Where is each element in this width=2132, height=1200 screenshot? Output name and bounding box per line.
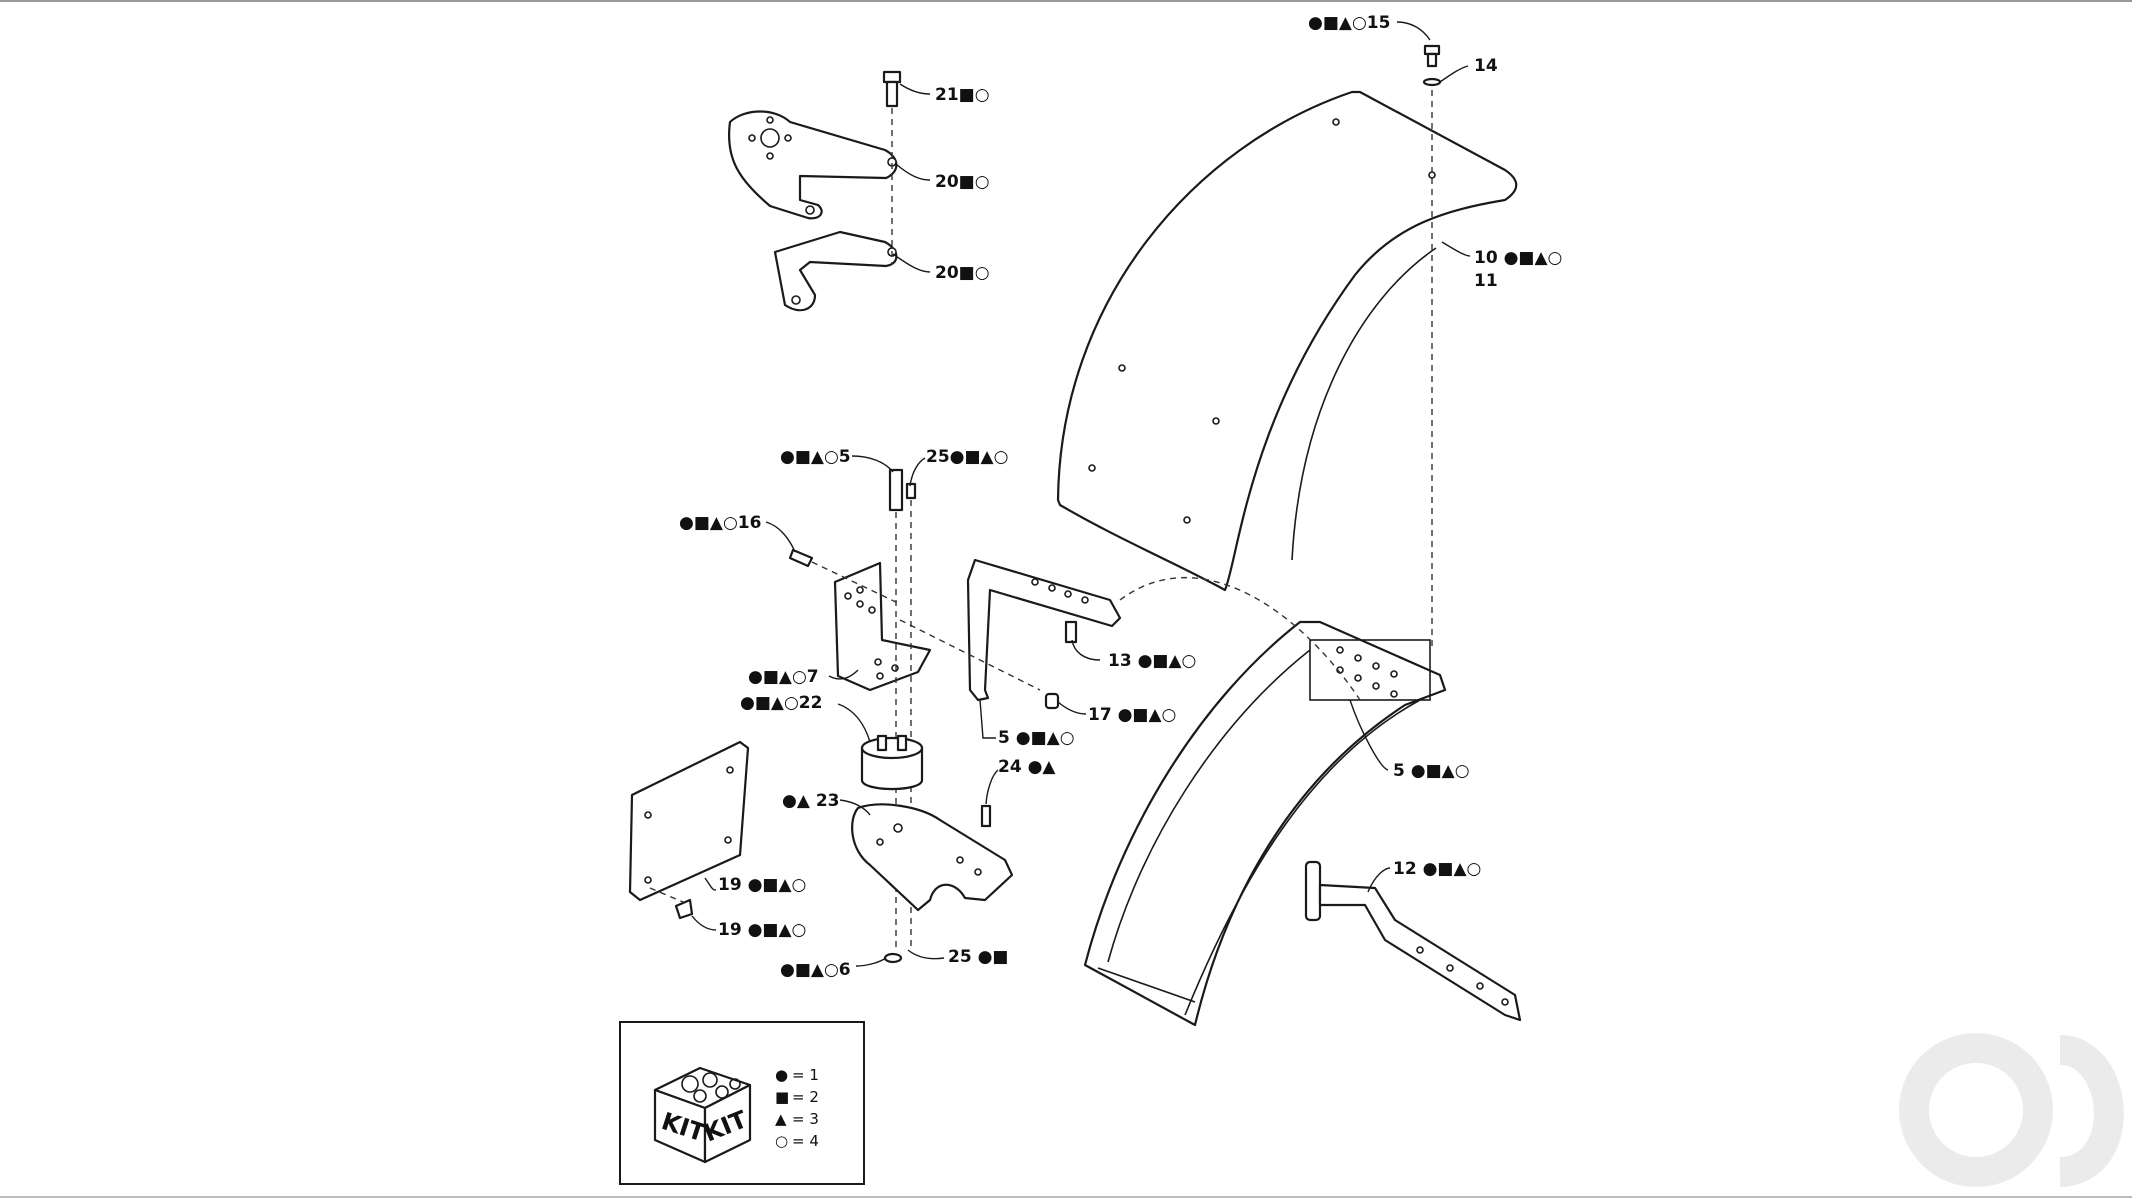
- rubber-mount: [860, 734, 924, 791]
- callout-13: 13 ●■▲○: [1108, 651, 1196, 671]
- legend-text-3: = 3: [792, 1110, 819, 1128]
- upper-bracket-assembly: [728, 70, 902, 312]
- callout-19-bolt: 19 ●■▲○: [718, 920, 806, 940]
- callout-21: 21■○: [935, 85, 990, 105]
- watermark-logo: [1899, 1033, 2124, 1187]
- callout-25-lower: 25 ●■: [948, 947, 1008, 967]
- fender-frame: [1083, 620, 1447, 1027]
- callout-24: 24 ●▲: [998, 757, 1056, 777]
- callout-7: ●■▲○7: [748, 667, 819, 687]
- legend-text-4: = 4: [792, 1132, 819, 1150]
- kit-box-icon: KIT KIT: [653, 1066, 752, 1164]
- callout-16: ●■▲○16: [679, 513, 761, 533]
- callouts: ●■▲○15 14 21■○ 20■○ 20■○ 10 ●■▲○ 11 ●■▲○…: [679, 13, 1562, 980]
- fender-panel: [1056, 44, 1518, 650]
- mounting-arm: [966, 558, 1361, 710]
- legend-text-1: = 1: [792, 1066, 819, 1084]
- callout-15: ●■▲○15: [1308, 13, 1390, 33]
- legend-symbol-2: ■: [775, 1088, 789, 1106]
- callout-12: 12 ●■▲○: [1393, 859, 1481, 879]
- callout-25-stud: 25●■▲○: [926, 447, 1008, 467]
- callout-23: ●▲ 23: [782, 791, 839, 811]
- legend-symbol-1: ●: [775, 1066, 788, 1084]
- callout-11: 11: [1474, 271, 1498, 291]
- callout-20-upper: 20■○: [935, 172, 990, 192]
- callout-5-frame: 5 ●■▲○: [1393, 761, 1470, 781]
- callout-14: 14: [1474, 56, 1498, 76]
- callout-22: ●■▲○22: [740, 693, 822, 713]
- callout-20-lower: 20■○: [935, 263, 990, 283]
- support-strut: [1304, 860, 1522, 1022]
- kit-legend: KIT KIT ● = 1 ■ = 2 ▲ = 3 ○ = 4: [619, 1021, 865, 1185]
- callout-19-plate: 19 ●■▲○: [718, 875, 806, 895]
- callout-6: ●■▲○6: [780, 960, 851, 980]
- callout-5-bolt: ●■▲○5: [780, 447, 851, 467]
- legend-symbol-4: ○: [775, 1132, 788, 1150]
- mounting-plate: [628, 740, 750, 920]
- base-bracket: [851, 803, 1014, 964]
- callout-17: 17 ●■▲○: [1088, 705, 1176, 725]
- callout-5-arm: 5 ●■▲○: [998, 728, 1075, 748]
- legend-symbol-3: ▲: [775, 1110, 787, 1128]
- callout-10: 10 ●■▲○: [1474, 248, 1562, 268]
- legend-text-2: = 2: [792, 1088, 819, 1106]
